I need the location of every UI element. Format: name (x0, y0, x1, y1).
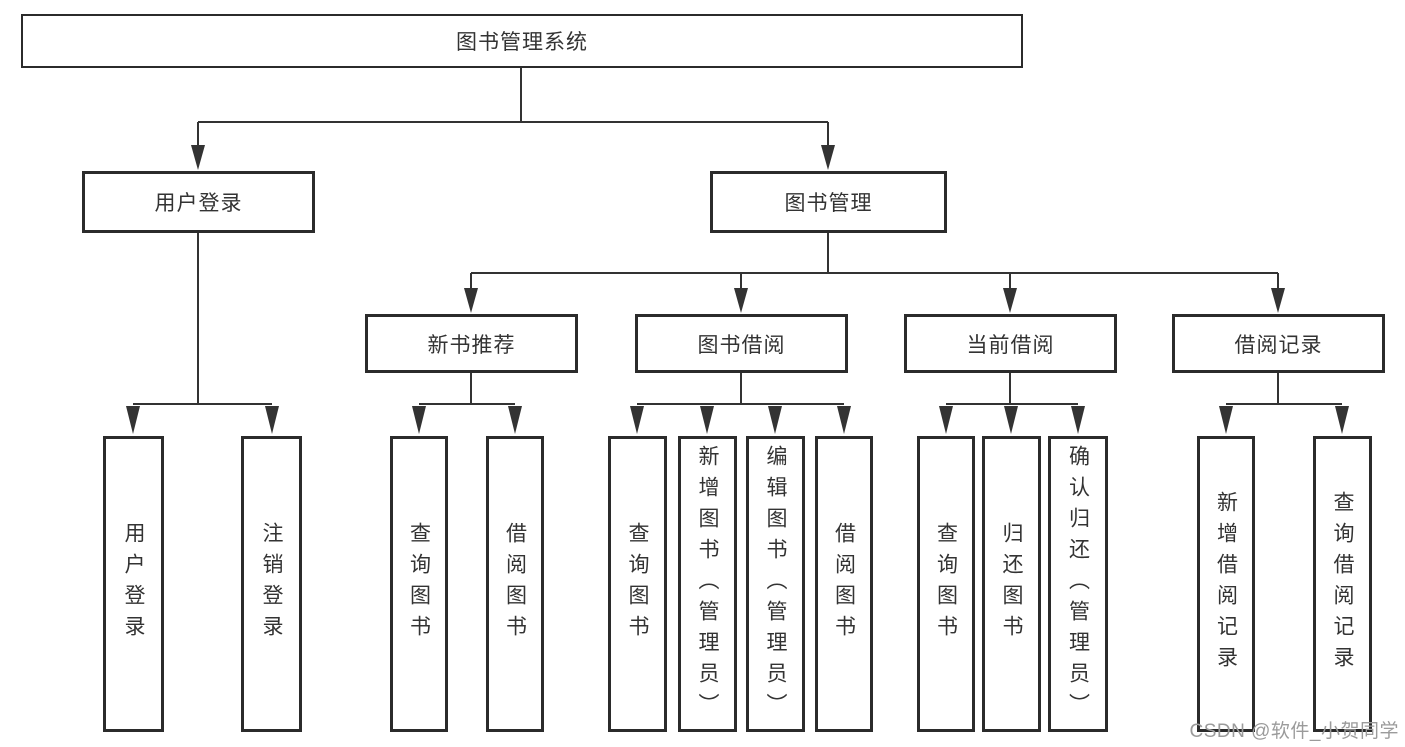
node-library-management-system: 图书管理系统 (21, 14, 1023, 68)
leaf-confirm-return-admin: 确认归还（管理员） (1048, 436, 1108, 732)
node-new-book-recommendation: 新书推荐 (365, 314, 578, 373)
arrow-icon (1271, 288, 1285, 313)
leaf-query-books: 查询图书 (390, 436, 448, 732)
arrow-icon (734, 288, 748, 313)
arrow-icon (630, 406, 644, 434)
node-book-borrowing: 图书借阅 (635, 314, 848, 373)
connector-bookmgmt-to-level3 (470, 233, 1279, 289)
arrow-icon (1003, 288, 1017, 313)
node-borrowing-records: 借阅记录 (1172, 314, 1385, 373)
leaf-user-login: 用户登录 (103, 436, 164, 732)
leaf-edit-books-admin: 编辑图书（管理员） (746, 436, 805, 732)
leaf-query-books: 查询图书 (917, 436, 975, 732)
arrow-icon (1004, 406, 1018, 434)
leaf-add-books-admin: 新增图书（管理员） (678, 436, 737, 732)
node-current-borrowing: 当前借阅 (904, 314, 1117, 373)
leaf-query-borrow-record: 查询借阅记录 (1313, 436, 1372, 732)
arrow-icon (508, 406, 522, 434)
arrow-icon (126, 406, 140, 434)
arrow-icon (464, 288, 478, 313)
arrow-icon (1219, 406, 1233, 434)
arrow-icon (412, 406, 426, 434)
leaf-query-books: 查询图书 (608, 436, 667, 732)
connector-records-to-leaves (1226, 373, 1342, 405)
arrowheads (126, 145, 1349, 434)
arrow-icon (700, 406, 714, 434)
arrow-icon (939, 406, 953, 434)
arrow-icon (191, 145, 205, 170)
connector-root-to-level2 (197, 68, 829, 146)
leaf-add-borrow-record: 新增借阅记录 (1197, 436, 1255, 732)
leaf-logout: 注销登录 (241, 436, 302, 732)
arrow-icon (837, 406, 851, 434)
connector-borrowing-to-leaves (637, 373, 844, 405)
leaf-borrow-books: 借阅图书 (815, 436, 873, 732)
arrow-icon (821, 145, 835, 170)
arrow-icon (1335, 406, 1349, 434)
arrow-icon (1071, 406, 1085, 434)
csdn-watermark: CSDN @软件_小贺同学 (1189, 721, 1399, 742)
connector-userlogin-to-leaves (133, 233, 272, 405)
arrow-icon (768, 406, 782, 434)
node-user-login: 用户登录 (82, 171, 315, 233)
leaf-borrow-books: 借阅图书 (486, 436, 544, 732)
arrow-icon (265, 406, 279, 434)
connector-newbook-to-leaves (419, 373, 515, 405)
node-book-management: 图书管理 (710, 171, 947, 233)
leaf-return-books: 归还图书 (982, 436, 1041, 732)
connector-current-to-leaves (946, 373, 1078, 405)
